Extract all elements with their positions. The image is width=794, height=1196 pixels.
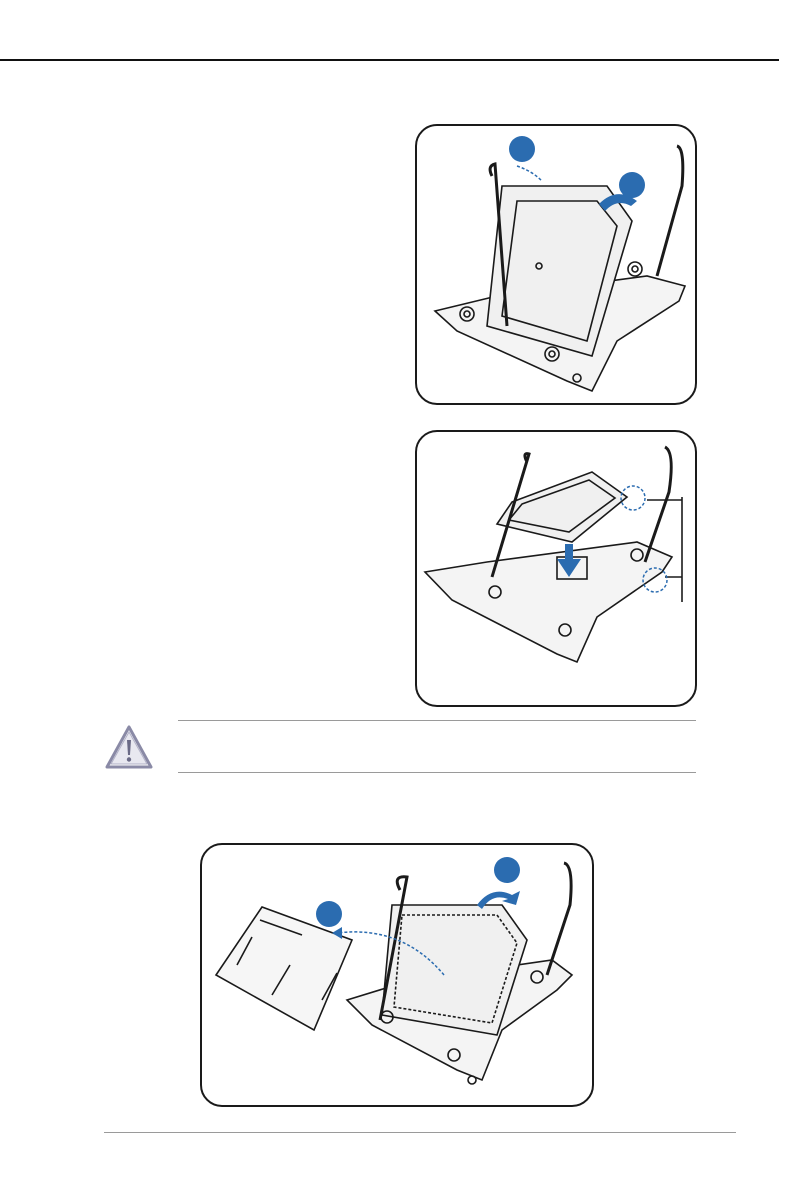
step-badge-a: [509, 136, 535, 162]
figure-remove-pnp-cap: [200, 843, 594, 1107]
pnp-cap-illustration: [202, 845, 592, 1105]
caution-icon: [104, 724, 154, 770]
figure-remove-load-plate-cover: [415, 124, 697, 405]
figure-insert-cpu: [415, 430, 697, 707]
bottom-rule: [104, 1132, 736, 1133]
step-badge-d: [316, 901, 342, 927]
socket-illustration: [417, 126, 695, 403]
note-rule-top: [178, 720, 696, 721]
note-rule-bottom: [178, 772, 696, 773]
step-badge-c: [494, 857, 520, 883]
top-rule: [0, 59, 779, 61]
step-badge-b: [619, 172, 645, 198]
socket-cpu-illustration: [417, 432, 695, 705]
